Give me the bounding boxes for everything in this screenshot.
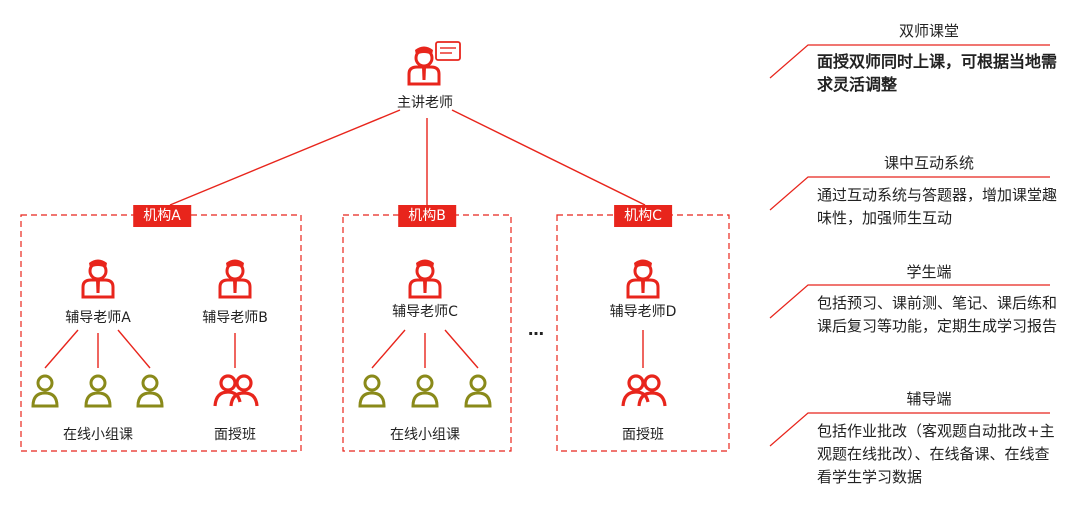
feature-title: 课中互动系统 [883, 154, 975, 172]
feature-description: 包括作业批改（客观题自动批改+主观题在线批改）、在线备课、在线查看学生学习数据 [817, 422, 1055, 486]
tutor-a-icon [81, 258, 115, 299]
tutor-d-icon [626, 258, 660, 299]
institution-box-a [20, 214, 302, 452]
student-icon [31, 374, 59, 408]
connector-line [451, 109, 646, 206]
more-institutions-ellipsis: … [528, 320, 544, 339]
connector-line [44, 329, 79, 369]
feature-divider [769, 284, 1050, 319]
feature-description: 包括预习、课前测、笔记、课后练和课后复习等功能，定期生成学习报告 [817, 294, 1058, 335]
student-icon [358, 374, 386, 408]
student-icon [464, 374, 492, 408]
tutor-b-icon [218, 258, 252, 299]
feature-title: 学生端 [906, 263, 952, 281]
feature-divider [769, 176, 1050, 211]
feature-divider [769, 412, 1050, 447]
feature-title: 双师课堂 [898, 22, 960, 40]
connector-line [169, 109, 401, 206]
group-icon [213, 374, 259, 408]
head-teacher-icon [407, 41, 461, 86]
institution-b-badge: 机构B [398, 205, 456, 227]
group-c-label: 在线小组课 [390, 427, 460, 443]
institution-c-badge: 机构C [614, 205, 672, 227]
group-d-label: 面授班 [622, 427, 664, 443]
tutor-c-icon [408, 258, 442, 299]
group-b-label: 面授班 [214, 427, 256, 443]
tutor-d-label: 辅导老师D [609, 304, 677, 320]
connector-line [371, 329, 406, 369]
feature-description: 面授双师同时上课，可根据当地需求灵活调整 [817, 52, 1058, 94]
feature-title: 辅导端 [906, 390, 952, 408]
connector-line [444, 329, 479, 369]
head-teacher-label: 主讲老师 [397, 95, 453, 111]
institution-box-b [342, 214, 512, 452]
feature-divider [769, 44, 1050, 79]
feature-description: 通过互动系统与答题器，增加课堂趣味性，加强师生互动 [817, 186, 1058, 227]
connector-line [117, 329, 151, 369]
tutor-c-label: 辅导老师C [392, 304, 458, 320]
group-a-label: 在线小组课 [63, 427, 133, 443]
group-icon [621, 374, 667, 408]
institution-a-badge: 机构A [133, 205, 191, 227]
student-icon [84, 374, 112, 408]
tutor-a-label: 辅导老师A [65, 310, 131, 326]
student-icon [136, 374, 164, 408]
student-icon [411, 374, 439, 408]
tutor-b-label: 辅导老师B [202, 310, 268, 326]
